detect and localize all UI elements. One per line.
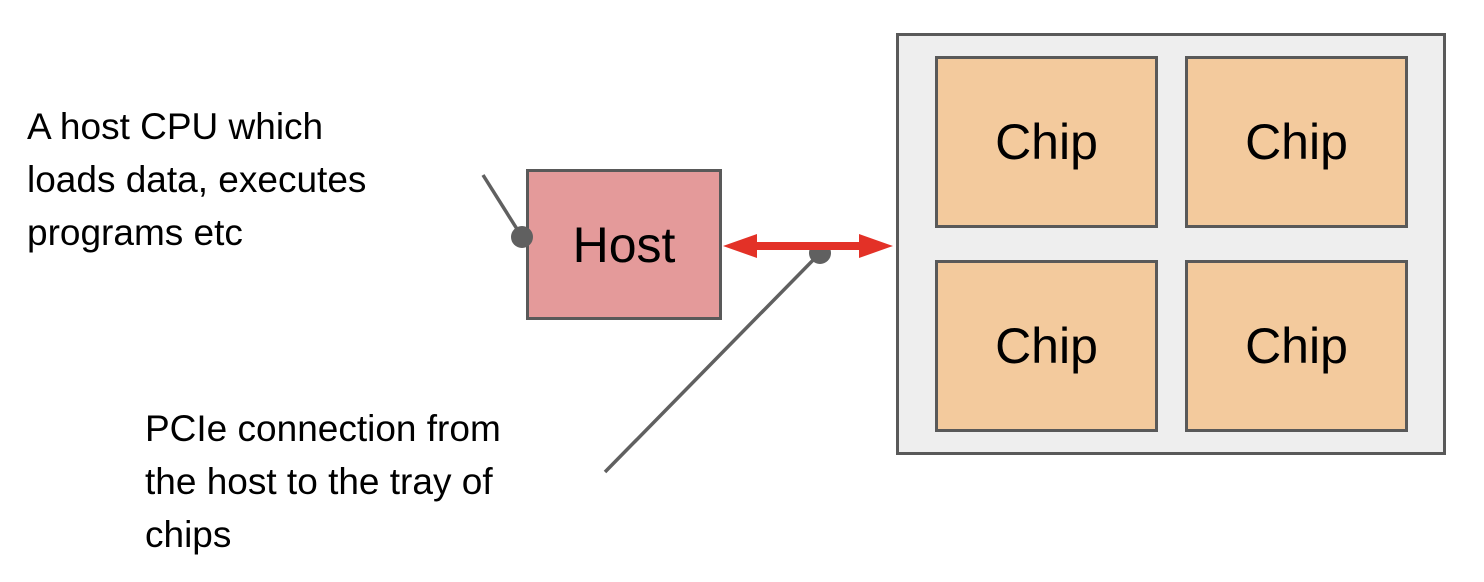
bidirectional-arrow-icon [723,234,893,258]
chip-tray: Chip Chip Chip Chip [896,33,1446,455]
host-annotation-line: loads data, executes [27,159,367,200]
host-callout-line [481,174,524,238]
chip-box: Chip [1185,260,1408,432]
chip-box: Chip [935,56,1158,228]
host-box: Host [526,169,722,320]
pcie-annotation-line: the host to the tray of [145,461,493,502]
pcie-annotation-line: PCIe connection from [145,408,501,449]
chip-box: Chip [1185,56,1408,228]
chip-box: Chip [935,260,1158,432]
host-annotation-line: A host CPU which [27,106,324,147]
pcie-annotation: PCIe connection from the host to the tra… [145,402,501,561]
chip-box-label: Chip [1245,318,1348,374]
host-box-label: Host [572,216,676,273]
host-annotation: A host CPU which loads data, executes pr… [27,100,366,259]
pcie-callout-dot [809,242,831,264]
chip-box-label: Chip [1245,114,1348,170]
chip-box-label: Chip [995,318,1098,374]
pcie-annotation-line: chips [145,514,232,555]
chip-box-label: Chip [995,114,1098,170]
host-annotation-line: programs etc [27,212,243,253]
